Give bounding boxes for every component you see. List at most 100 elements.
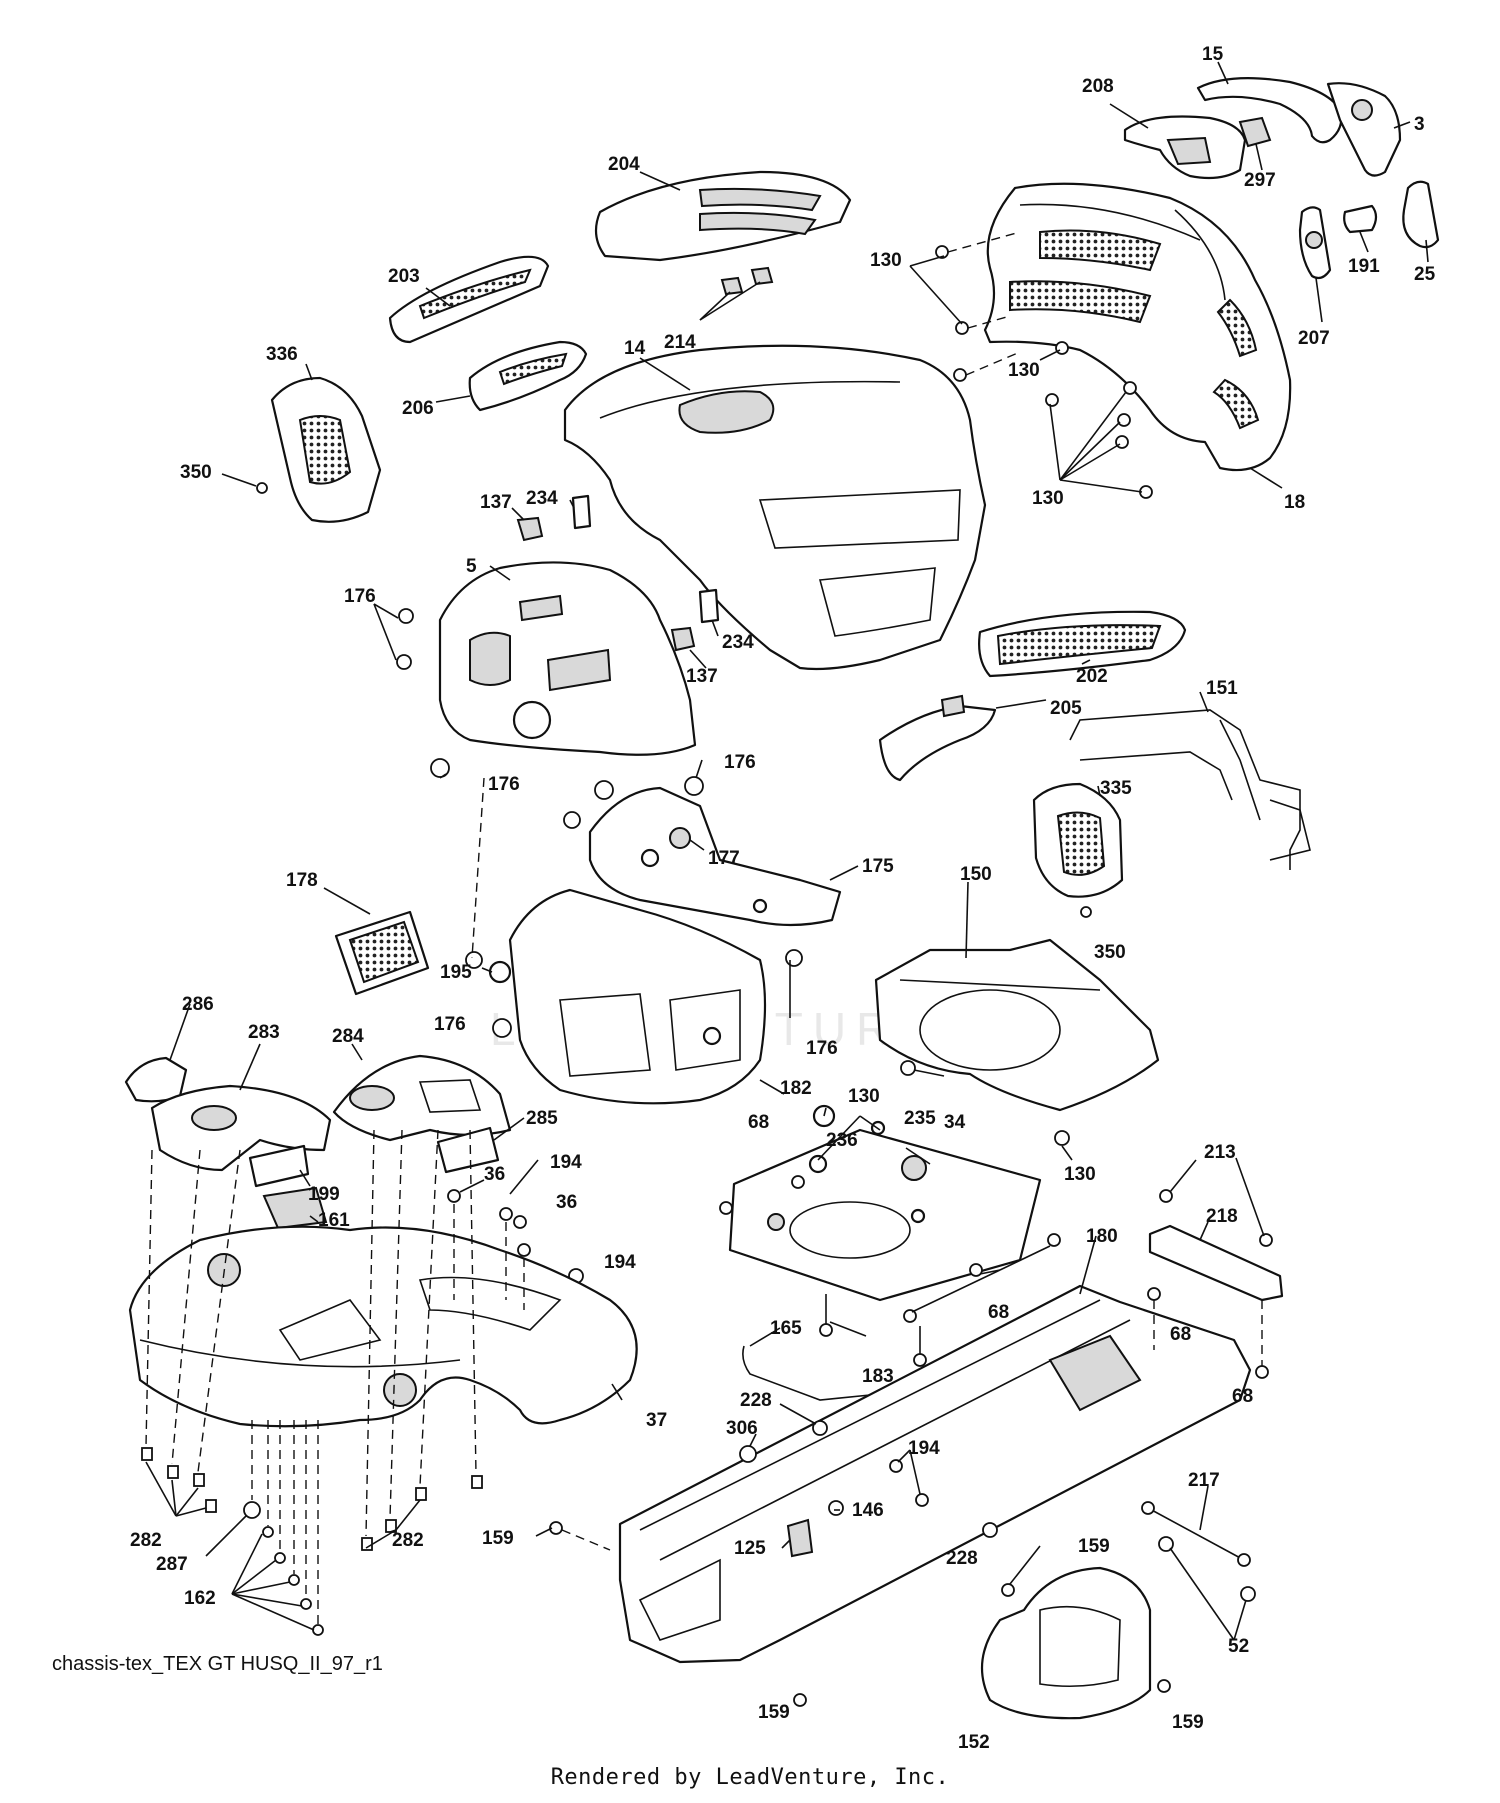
part-214-clips[interactable]: [720, 266, 774, 296]
part-18-front-hood-nose[interactable]: [983, 182, 1292, 472]
part-52-clips[interactable]: [1158, 1536, 1256, 1602]
part-152-footrest[interactable]: [980, 1566, 1152, 1720]
part-137-clip-upper[interactable]: [516, 516, 544, 542]
part-218-brace[interactable]: [1148, 1224, 1284, 1302]
part-191-lens[interactable]: [1343, 204, 1378, 234]
part-205-trim-strip[interactable]: [878, 694, 997, 782]
part-34-mount-plate[interactable]: [728, 1128, 1042, 1302]
part-207-headlight[interactable]: [1298, 206, 1332, 280]
part-284-fender-cover[interactable]: [332, 1054, 512, 1142]
part-36-194-fasteners[interactable]: [447, 1189, 584, 1284]
part-14-hood[interactable]: [563, 344, 987, 671]
part-234-pad-upper[interactable]: [571, 494, 592, 530]
part-15-emblem-strip[interactable]: [1196, 77, 1343, 144]
callout-161: 161: [318, 1210, 350, 1231]
part-175-dash-bracket[interactable]: [588, 786, 842, 927]
callout-leaders: [145, 61, 1429, 1641]
callout-214: 214: [664, 332, 696, 353]
part-176-bushings-upper[interactable]: [396, 608, 803, 1038]
part-194-nuts-lower[interactable]: [889, 1459, 929, 1507]
part-213-bolts[interactable]: [1159, 1189, 1273, 1247]
callout-287: 287: [156, 1554, 188, 1575]
part-228-fasteners[interactable]: [812, 1420, 998, 1538]
callout-15: 15: [1202, 44, 1224, 65]
callout-199: 199: [308, 1184, 340, 1205]
part-285-trim[interactable]: [436, 1126, 500, 1174]
part-335-side-panel[interactable]: [1032, 782, 1124, 898]
callout-159-c: 159: [758, 1702, 790, 1723]
part-162-screws[interactable]: [262, 1526, 324, 1636]
callout-14: 14: [624, 338, 646, 359]
part-183-bolts[interactable]: [819, 1294, 927, 1367]
callout-25: 25: [1414, 264, 1436, 285]
callout-234-upper: 234: [526, 488, 558, 509]
callout-37: 37: [646, 1410, 667, 1431]
callout-68-d: 68: [1232, 1386, 1253, 1407]
callout-159-d: 159: [1172, 1712, 1204, 1733]
callout-205: 205: [1050, 698, 1082, 719]
part-165-rod[interactable]: [742, 1345, 881, 1401]
part-234-pad-lower[interactable]: [698, 588, 720, 624]
part-159-bolts[interactable]: [549, 1521, 1171, 1707]
callout-151: 151: [1206, 678, 1238, 699]
callout-285: 285: [526, 1108, 558, 1129]
part-195-grommet[interactable]: [488, 960, 512, 984]
part-37-main-body[interactable]: [128, 1225, 638, 1428]
part-161-bracket[interactable]: [262, 1186, 328, 1230]
part-350-screw-left[interactable]: [256, 482, 268, 494]
part-68-bolts[interactable]: [719, 1175, 1269, 1379]
part-306-nut[interactable]: [739, 1445, 757, 1463]
part-204-hood-vent[interactable]: [594, 170, 852, 262]
callout-162: 162: [184, 1588, 216, 1609]
part-130-screw-set-lower[interactable]: [900, 1060, 1070, 1146]
part-180-frame[interactable]: [618, 1284, 1252, 1664]
render-credit: Rendered by LeadVenture, Inc.: [550, 1765, 950, 1790]
callout-213: 213: [1204, 1142, 1236, 1163]
part-5-dash-panel[interactable]: [438, 561, 697, 756]
callout-68-b: 68: [988, 1302, 1009, 1323]
part-208-headlight-bracket[interactable]: [1123, 115, 1247, 180]
callout-180: 180: [1086, 1226, 1118, 1247]
callout-165: 165: [770, 1318, 802, 1339]
part-202-lower-grille[interactable]: [978, 610, 1187, 678]
callout-177: 177: [708, 848, 740, 869]
part-182-lower-dash[interactable]: [508, 888, 767, 1105]
part-286-cover[interactable]: [124, 1056, 188, 1103]
callout-235: 235: [904, 1108, 936, 1129]
part-25-side-trim[interactable]: [1402, 180, 1440, 249]
part-287-fastener[interactable]: [243, 1501, 261, 1519]
callout-194-a: 194: [550, 1152, 582, 1173]
assembly-dash-lines: [145, 777, 1263, 1624]
part-137-clip-lower[interactable]: [670, 626, 696, 652]
part-178-vent-plate[interactable]: [334, 910, 430, 996]
part-130-screw-set-upper[interactable]: [935, 231, 1153, 499]
callout-218: 218: [1206, 1206, 1238, 1227]
part-3-grille-bezel[interactable]: [1326, 82, 1402, 177]
callout-336: 336: [266, 344, 298, 365]
part-125-pad[interactable]: [786, 1518, 814, 1558]
callout-176-e: 176: [806, 1038, 838, 1059]
callout-208: 208: [1082, 76, 1114, 97]
callout-195: 195: [440, 962, 472, 983]
callout-159-b: 159: [1078, 1536, 1110, 1557]
part-282-clips[interactable]: [141, 1447, 483, 1551]
part-150-floor-pan[interactable]: [874, 938, 1160, 1112]
part-203-hood-side-grille[interactable]: [388, 255, 550, 344]
part-297-clip[interactable]: [1238, 116, 1272, 148]
part-217-rod[interactable]: [1141, 1501, 1251, 1567]
callout-52: 52: [1228, 1636, 1249, 1657]
callout-150: 150: [960, 864, 992, 885]
callout-159-a: 159: [482, 1528, 514, 1549]
part-177-knob[interactable]: [669, 827, 691, 849]
part-336-side-panel[interactable]: [270, 376, 382, 523]
part-199-bracket[interactable]: [248, 1144, 310, 1188]
part-146-fastener[interactable]: [828, 1500, 844, 1516]
part-283-fender-cover[interactable]: [150, 1084, 332, 1172]
part-350-screw-right[interactable]: [1080, 906, 1092, 918]
callout-68-c: 68: [1170, 1324, 1191, 1345]
callout-228-a: 228: [740, 1390, 772, 1411]
callout-202: 202: [1076, 666, 1108, 687]
part-206-vent-insert[interactable]: [468, 340, 588, 412]
part-151-support-bracket[interactable]: [1069, 709, 1311, 870]
callout-335: 335: [1100, 778, 1132, 799]
